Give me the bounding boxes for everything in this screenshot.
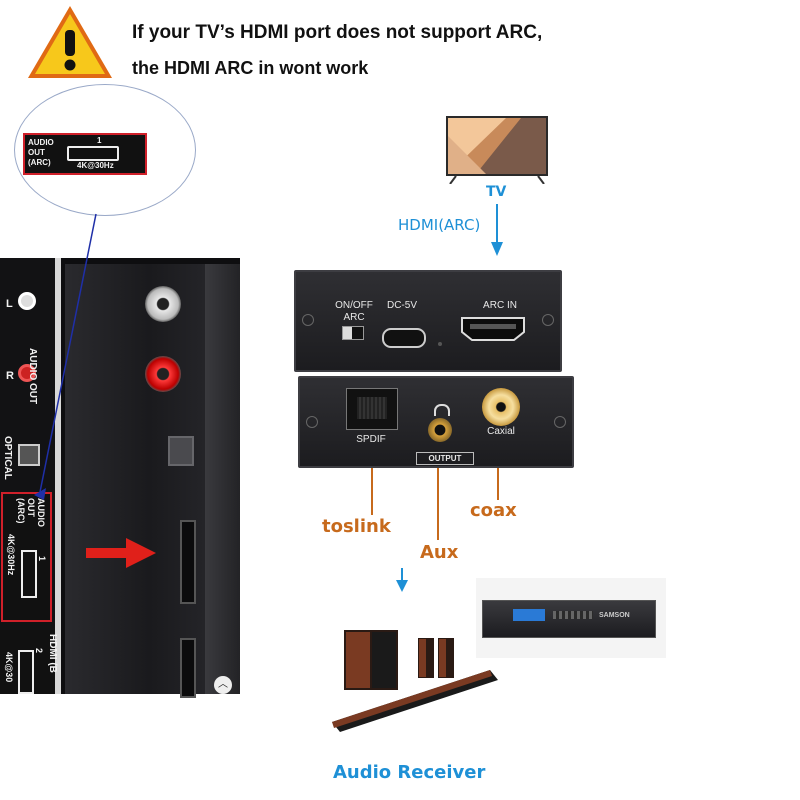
screw-icon [554,416,566,428]
converter-front-panel: ON/OFF ARC DC-5V ARC IN [294,270,562,372]
spdif-label: SPDIF [356,434,386,445]
tv-back-panel: L R AUDIO OUT OPTICAL AUDIO OUT (ARC) 4K… [0,258,240,698]
zoom-circle: AUDIO OUT (ARC) 1 4K@30Hz [14,84,196,216]
red-rca-jack [145,356,181,392]
spdif-port-icon [346,388,398,430]
speaker-system-image [330,624,506,740]
warning-line-2: the HDMI ARC in wont work [132,58,369,78]
right-channel-label: R [6,370,14,382]
hdmi-in-port-icon [460,316,526,342]
zoom-number-text: 1 [97,136,102,145]
hdmi-jack-2 [180,638,196,698]
white-rca-port-small [18,292,36,310]
hdmi2-port-icon [18,650,34,694]
left-channel-label: L [6,298,13,310]
switch-sub-label: ARC [343,312,365,323]
optical-jack [168,436,194,466]
hdmi-jack-1 [180,520,196,604]
arc-toggle-switch[interactable] [342,326,364,340]
red-rca-port-small [18,364,36,382]
headphone-icon [434,404,450,416]
hdmi-port-icon [67,146,119,161]
optical-port-small [18,444,40,466]
screw-icon [302,314,314,326]
arc-port-highlight: AUDIO OUT (ARC) 4K@30Hz 1 [1,492,52,622]
amplifier-image: SAMSON [476,578,666,658]
arc-in-label: ARC IN [483,300,517,311]
aux-label: Aux [420,542,459,563]
switch-label: ON/OFF [335,300,373,311]
aux-jack-icon [428,418,452,442]
chevron-up-icon: ︿ [214,676,232,694]
usb-c-port-icon [382,328,426,348]
zoom-arc-text: (ARC) [28,158,51,167]
coaxial-jack-icon [482,388,520,426]
coaxial-label: Caxial [487,426,515,437]
red-arrow-icon [86,538,156,573]
warning-icon [26,4,114,80]
power-label: DC-5V [386,300,417,311]
amplifier-brand: SAMSON [599,612,630,619]
screw-icon [306,416,318,428]
hdmi-arc-port-icon [21,550,37,598]
warning-line-1: If your TV’s HDMI port does not support … [132,22,543,43]
zoom-audio-text: AUDIO [28,138,54,147]
audio-receiver-label: Audio Receiver [333,762,486,783]
coax-label: coax [470,500,517,521]
hdmi-arc-label: HDMI(ARC) [398,216,481,234]
tv-icon [446,116,548,185]
white-rca-jack [145,286,181,322]
screw-icon [542,314,554,326]
output-label: OUTPUT [416,452,474,465]
led-indicator [438,342,442,346]
zoom-resolution-text: 4K@30Hz [77,161,114,170]
converter-back-panel: SPDIF Caxial OUTPUT [298,376,574,468]
tv-label: TV [486,184,507,200]
toslink-label: toslink [322,516,391,537]
zoom-out-text: OUT [28,148,45,157]
zoom-port-label: AUDIO OUT (ARC) 1 4K@30Hz [23,133,147,175]
